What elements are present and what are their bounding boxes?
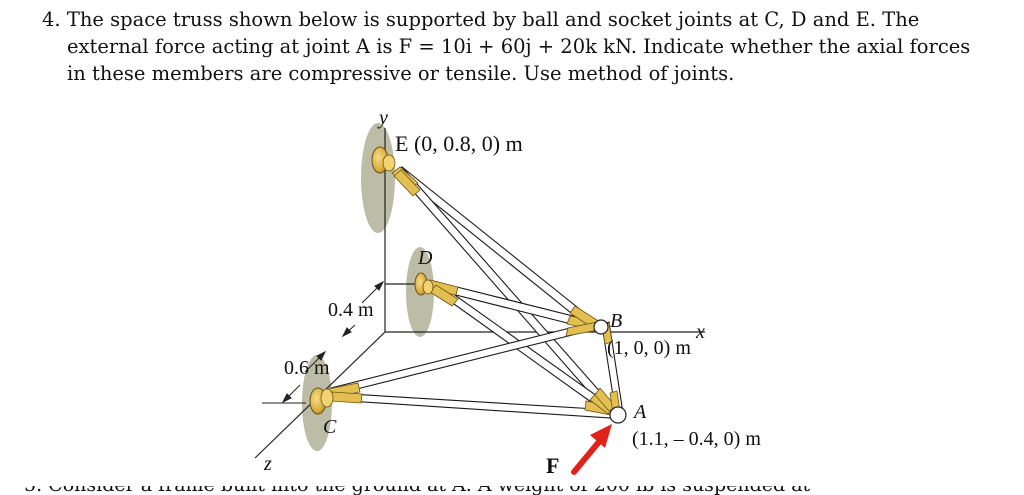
joint-c-label: C xyxy=(323,416,337,438)
joint-a-label: A xyxy=(632,401,647,423)
problem-number: 4. xyxy=(42,8,61,31)
dimension-06 xyxy=(262,350,327,404)
joint-b-label: B xyxy=(610,310,622,332)
joint-a-ball xyxy=(609,406,627,424)
problem-text-1: The space truss shown below is supported… xyxy=(66,8,920,31)
next-problem-cutoff: 5. Consider a frame built into the groun… xyxy=(0,486,1024,495)
dimension-06-label: 0.6 m xyxy=(284,357,330,379)
joint-b-coords: (1, 0, 0) m xyxy=(607,337,691,359)
member-cb xyxy=(330,321,597,396)
axis-x-label: x xyxy=(695,321,705,343)
member-ca xyxy=(332,392,613,419)
socket-e xyxy=(371,146,396,174)
joint-a-coords: (1.1, – 0.4, 0) m xyxy=(632,428,761,450)
support-shadow-e xyxy=(361,123,395,233)
dimension-04-label: 0.4 m xyxy=(328,299,374,321)
socket-d xyxy=(414,272,434,296)
member-fittings xyxy=(327,166,621,416)
joint-b-ball xyxy=(593,319,609,335)
socket-c xyxy=(309,387,334,415)
axis-y-label: y xyxy=(377,107,388,129)
member-da xyxy=(432,282,619,418)
problem-line-2: external force acting at joint A is F = … xyxy=(67,35,971,58)
force-label: F xyxy=(546,453,559,478)
dimension-04 xyxy=(341,280,385,338)
truss-members xyxy=(330,166,624,419)
joint-d-label: D xyxy=(417,247,433,269)
joint-e-label: E (0, 0.8, 0) m xyxy=(395,131,523,156)
problem-line-3: in these members are compressive or tens… xyxy=(67,62,735,85)
next-problem-fragment: 5. Consider a frame built into the groun… xyxy=(24,486,810,495)
force-arrow xyxy=(571,424,612,475)
problem-line-1: 4. The space truss shown below is suppor… xyxy=(42,6,919,34)
axis-z-label: z xyxy=(263,453,272,475)
